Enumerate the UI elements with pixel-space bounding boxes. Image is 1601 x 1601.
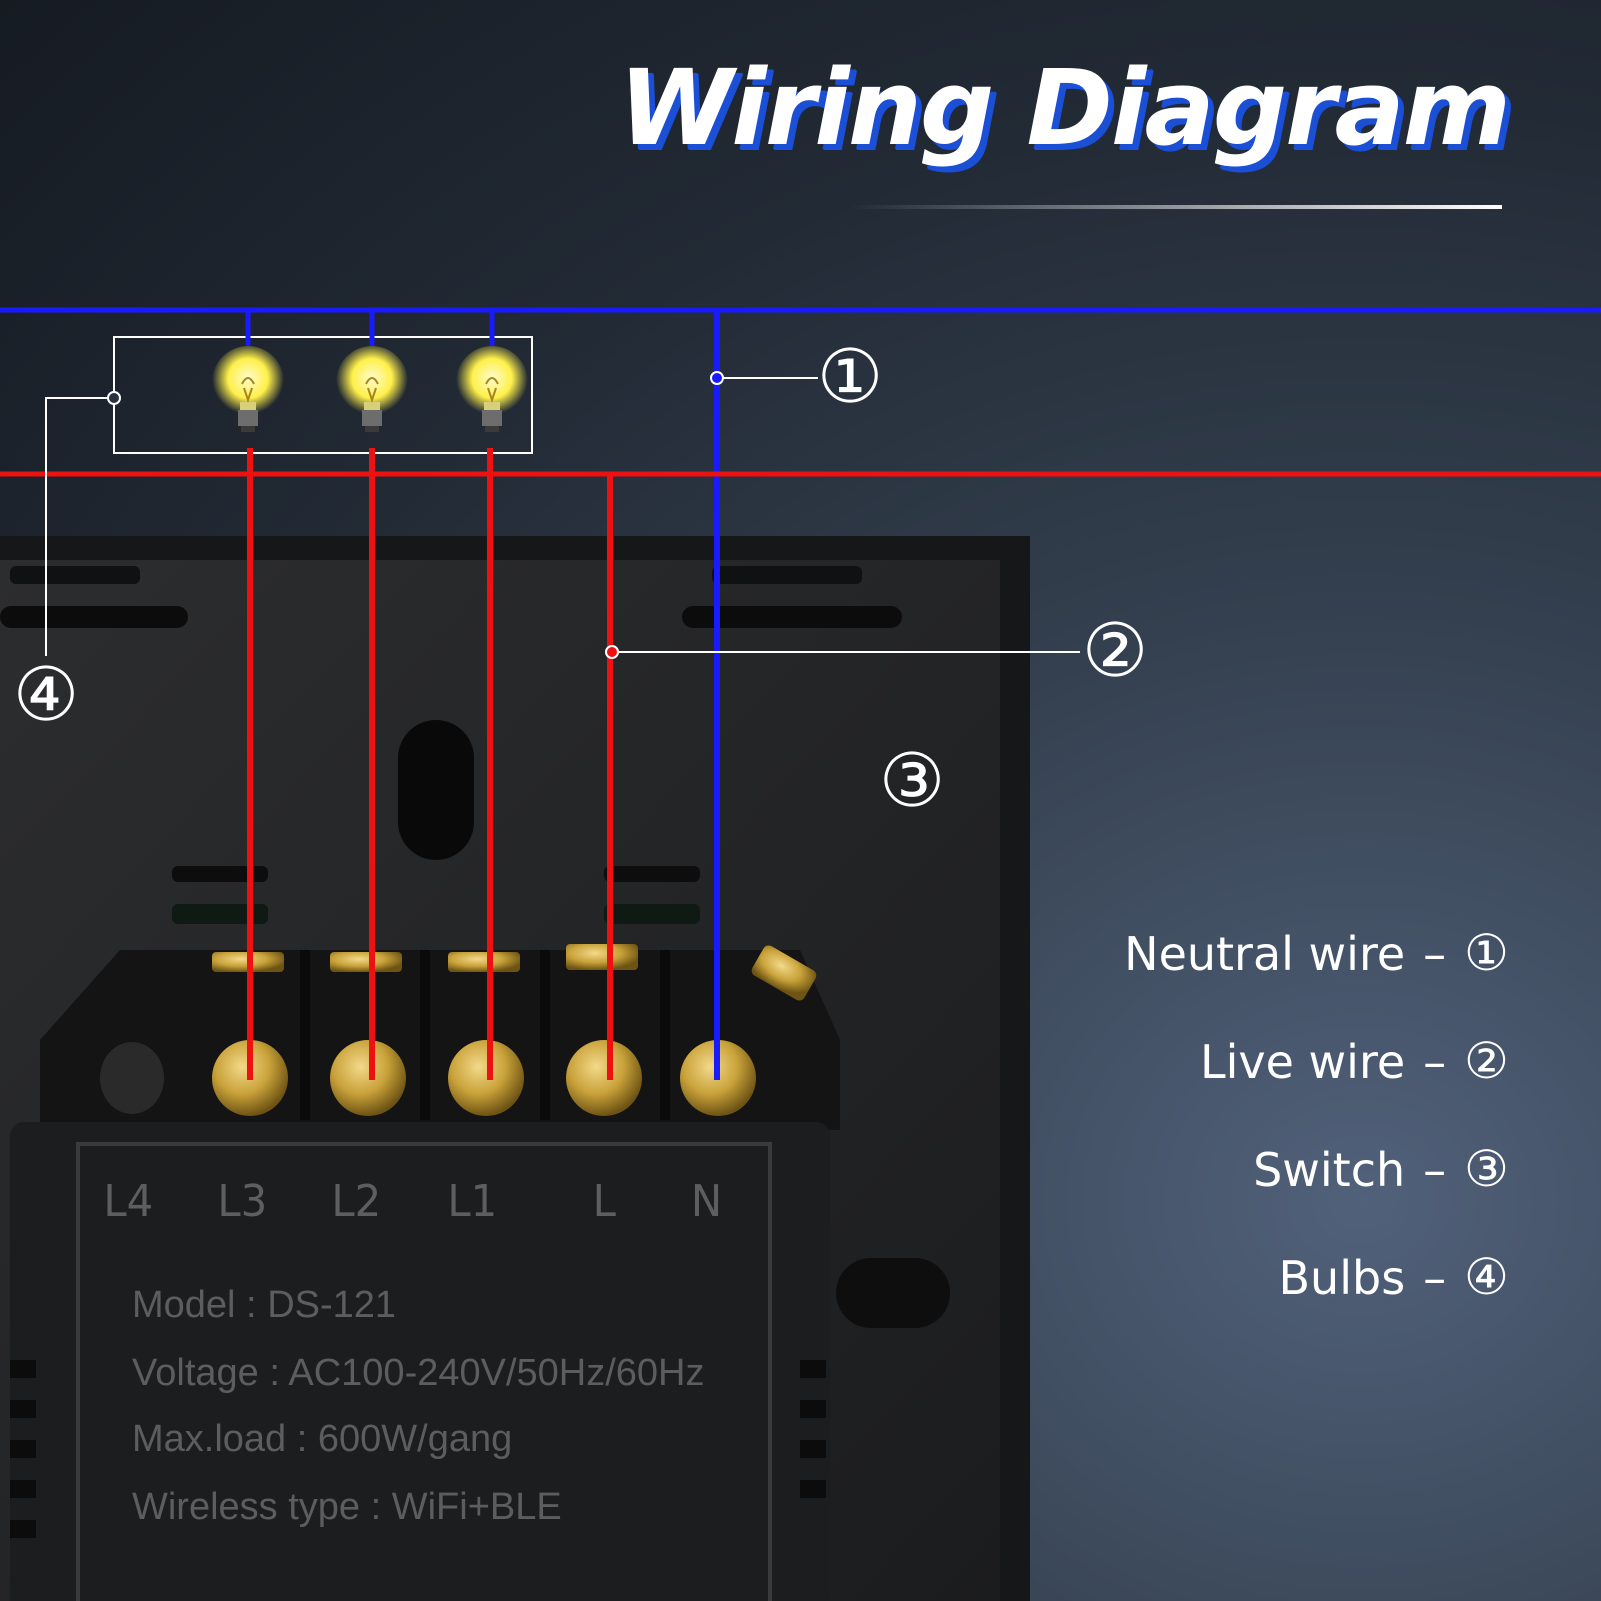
legend-number: ④ bbox=[1464, 1248, 1509, 1306]
terminal-clamp bbox=[330, 952, 402, 972]
spec-key: Voltage bbox=[132, 1352, 259, 1394]
spec-key: Model bbox=[132, 1284, 236, 1326]
terminal-screw bbox=[448, 1040, 524, 1116]
spec-value: DS-121 bbox=[267, 1284, 397, 1326]
legend-label: Neutral wire bbox=[1124, 927, 1406, 981]
legend-separator: – bbox=[1423, 927, 1447, 981]
spec-value: 600W/gang bbox=[317, 1418, 513, 1460]
terminal-clamp bbox=[448, 952, 520, 972]
switch-device bbox=[0, 536, 1030, 1601]
terminal-plug bbox=[100, 1042, 164, 1114]
leader-line-4 bbox=[45, 397, 114, 656]
callout-4: ④ bbox=[12, 652, 80, 738]
terminal-clamp bbox=[751, 945, 817, 1001]
label-panel bbox=[76, 1142, 772, 1601]
mounting-slot bbox=[10, 566, 140, 584]
light-bulb-icon bbox=[212, 346, 284, 432]
legend-item-switch: Switch–③ bbox=[949, 1144, 1509, 1194]
bulbs bbox=[212, 346, 528, 432]
callout-1: ① bbox=[816, 334, 884, 420]
label-housing bbox=[10, 1122, 830, 1601]
light-bulb-icon bbox=[336, 346, 408, 432]
vent-slot bbox=[172, 904, 268, 924]
screw-hole bbox=[398, 720, 474, 860]
leader-dot-4 bbox=[107, 391, 121, 405]
spec-model: Model : DS-121 bbox=[132, 1284, 397, 1326]
terminal-label-L1: L1 bbox=[447, 1176, 498, 1227]
terminal-screw bbox=[566, 1040, 642, 1116]
legend-label: Bulbs bbox=[1278, 1251, 1406, 1305]
callout-2: ② bbox=[1081, 608, 1149, 694]
light-bulb-icon bbox=[456, 346, 528, 432]
vent-slot bbox=[172, 866, 268, 882]
spec-wireless: Wireless type : WiFi+BLE bbox=[132, 1486, 562, 1528]
mounting-slot bbox=[682, 606, 902, 628]
legend-separator: – bbox=[1423, 1035, 1447, 1089]
live-wiring bbox=[0, 448, 1601, 1080]
mounting-slot bbox=[712, 566, 862, 584]
vent-slot bbox=[604, 904, 700, 924]
legend-number: ② bbox=[1464, 1032, 1509, 1090]
legend-separator: – bbox=[1423, 1251, 1447, 1305]
spec-key: Max.load bbox=[132, 1418, 287, 1460]
legend-item-live: Live wire–② bbox=[949, 1036, 1509, 1086]
terminal-label-L: L bbox=[592, 1176, 616, 1227]
spec-value: WiFi+BLE bbox=[391, 1486, 562, 1528]
callout-3: ③ bbox=[878, 738, 946, 824]
legend-number: ③ bbox=[1464, 1140, 1509, 1198]
terminal-screws bbox=[212, 1040, 756, 1116]
terminal-screw bbox=[330, 1040, 406, 1116]
legend-label: Live wire bbox=[1200, 1035, 1406, 1089]
spec-key: Wireless type bbox=[132, 1486, 361, 1528]
neutral-wiring bbox=[0, 307, 1601, 1080]
legend-item-bulbs: Bulbs–④ bbox=[949, 1248, 1510, 1306]
terminal-label-L4: L4 bbox=[103, 1176, 154, 1227]
spec-voltage: Voltage : AC100-240V/50Hz/60Hz bbox=[132, 1352, 705, 1394]
vent-slot bbox=[604, 866, 700, 882]
title-underline bbox=[850, 205, 1502, 209]
legend-number: ① bbox=[1464, 924, 1509, 982]
terminal-label-L2: L2 bbox=[331, 1176, 382, 1227]
terminal-label-L3: L3 bbox=[217, 1176, 268, 1227]
legend-separator: – bbox=[1423, 1143, 1447, 1197]
leader-dot-2 bbox=[605, 645, 619, 659]
spec-value: AC100-240V/50Hz/60Hz bbox=[288, 1352, 705, 1394]
mounting-slot bbox=[0, 606, 188, 628]
page-title: Wiring Diagram bbox=[618, 47, 1511, 169]
screw-hole bbox=[836, 1258, 950, 1328]
legend-item-neutral: Neutral wire–① bbox=[949, 928, 1509, 978]
legend-label: Switch bbox=[1253, 1143, 1406, 1197]
terminal-label-N: N bbox=[690, 1176, 723, 1227]
spec-max-load: Max.load : 600W/gang bbox=[132, 1418, 513, 1460]
leader-dot-1 bbox=[710, 371, 724, 385]
terminal-clamp bbox=[566, 944, 638, 970]
